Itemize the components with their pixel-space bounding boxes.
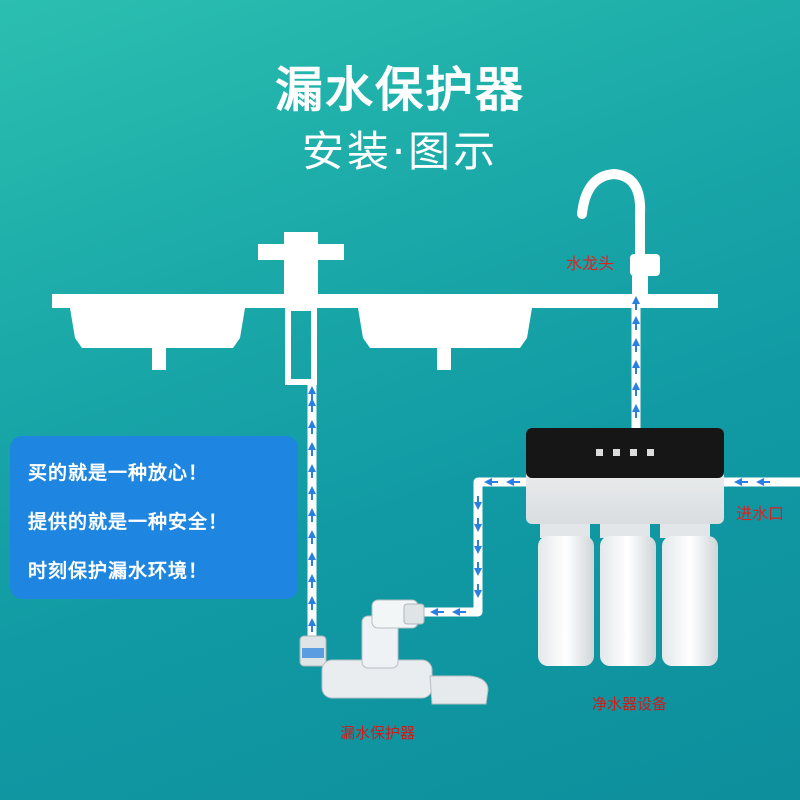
faucet-icon — [577, 168, 660, 296]
sink-counter — [52, 232, 718, 385]
slogan-line: 时刻保护漏水环境！ — [28, 560, 209, 582]
faucet-label: 水龙头 — [566, 254, 615, 273]
leak-protector-valve — [299, 599, 489, 705]
slogan-line: 提供的就是一种安全！ — [28, 511, 229, 533]
water-purifier-device — [526, 428, 724, 666]
flow-arrows — [308, 296, 770, 632]
slogan-line: 买的就是一种放心！ — [28, 462, 209, 484]
page-subtitle: 安装·图示 — [301, 127, 499, 176]
protector-label: 漏水保护器 — [340, 724, 416, 742]
page-title: 漏水保护器 — [274, 62, 525, 118]
purifier-label: 净水器设备 — [592, 695, 668, 713]
inlet-label: 进水口 — [736, 504, 785, 523]
slogan-box: 买的就是一种放心！ 提供的就是一种安全！ 时刻保护漏水环境！ — [10, 436, 298, 599]
